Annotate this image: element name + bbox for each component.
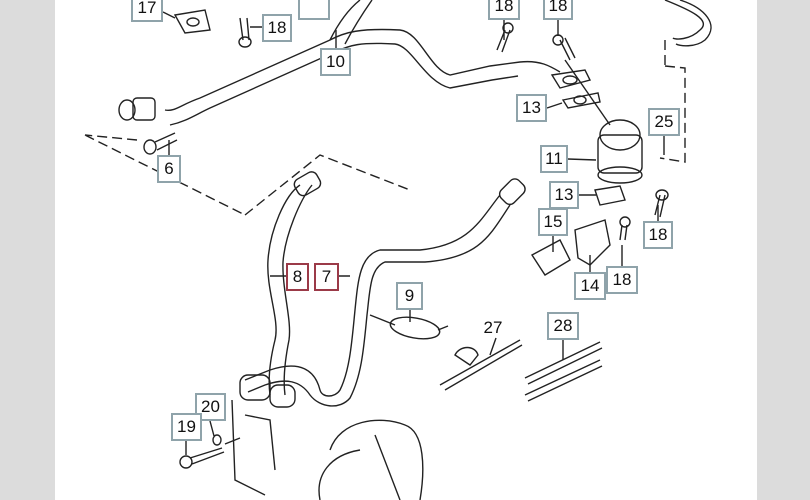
callout-18[interactable]: 18 bbox=[262, 14, 292, 42]
diagram-drawing bbox=[84, 0, 712, 500]
callout-27[interactable]: 27 bbox=[483, 318, 503, 337]
callout-9[interactable]: 9 bbox=[396, 282, 423, 310]
valve-11 bbox=[599, 119, 641, 151]
callout-13[interactable]: 13 bbox=[516, 94, 547, 122]
callout-25[interactable]: 25 bbox=[648, 108, 680, 136]
callout-19[interactable]: 19 bbox=[171, 413, 202, 441]
callout-13[interactable]: 13 bbox=[549, 181, 579, 209]
callout-18[interactable]: 18 bbox=[488, 0, 520, 20]
callout-28[interactable]: 28 bbox=[547, 312, 579, 340]
air-pump bbox=[318, 419, 424, 500]
pipe-10 bbox=[164, 28, 561, 112]
callout-14[interactable]: 14 bbox=[574, 272, 606, 300]
callout-15[interactable]: 15 bbox=[538, 208, 568, 236]
callout-partial-top bbox=[298, 0, 330, 20]
callout-8-highlighted[interactable]: 8 bbox=[286, 263, 309, 291]
callout-6[interactable]: 6 bbox=[157, 155, 181, 183]
parts-diagram: 17 18 10 6 18 18 13 25 11 13 15 18 14 18… bbox=[55, 0, 757, 500]
hose-top-right bbox=[664, 0, 712, 47]
callout-18[interactable]: 18 bbox=[643, 221, 673, 249]
callout-18[interactable]: 18 bbox=[543, 0, 573, 20]
callout-10[interactable]: 10 bbox=[320, 48, 351, 76]
callout-18[interactable]: 18 bbox=[606, 266, 638, 294]
callout-7-highlighted[interactable]: 7 bbox=[314, 263, 339, 291]
hose-7 bbox=[244, 194, 511, 407]
callout-11[interactable]: 11 bbox=[540, 145, 568, 173]
callout-17[interactable]: 17 bbox=[131, 0, 163, 22]
